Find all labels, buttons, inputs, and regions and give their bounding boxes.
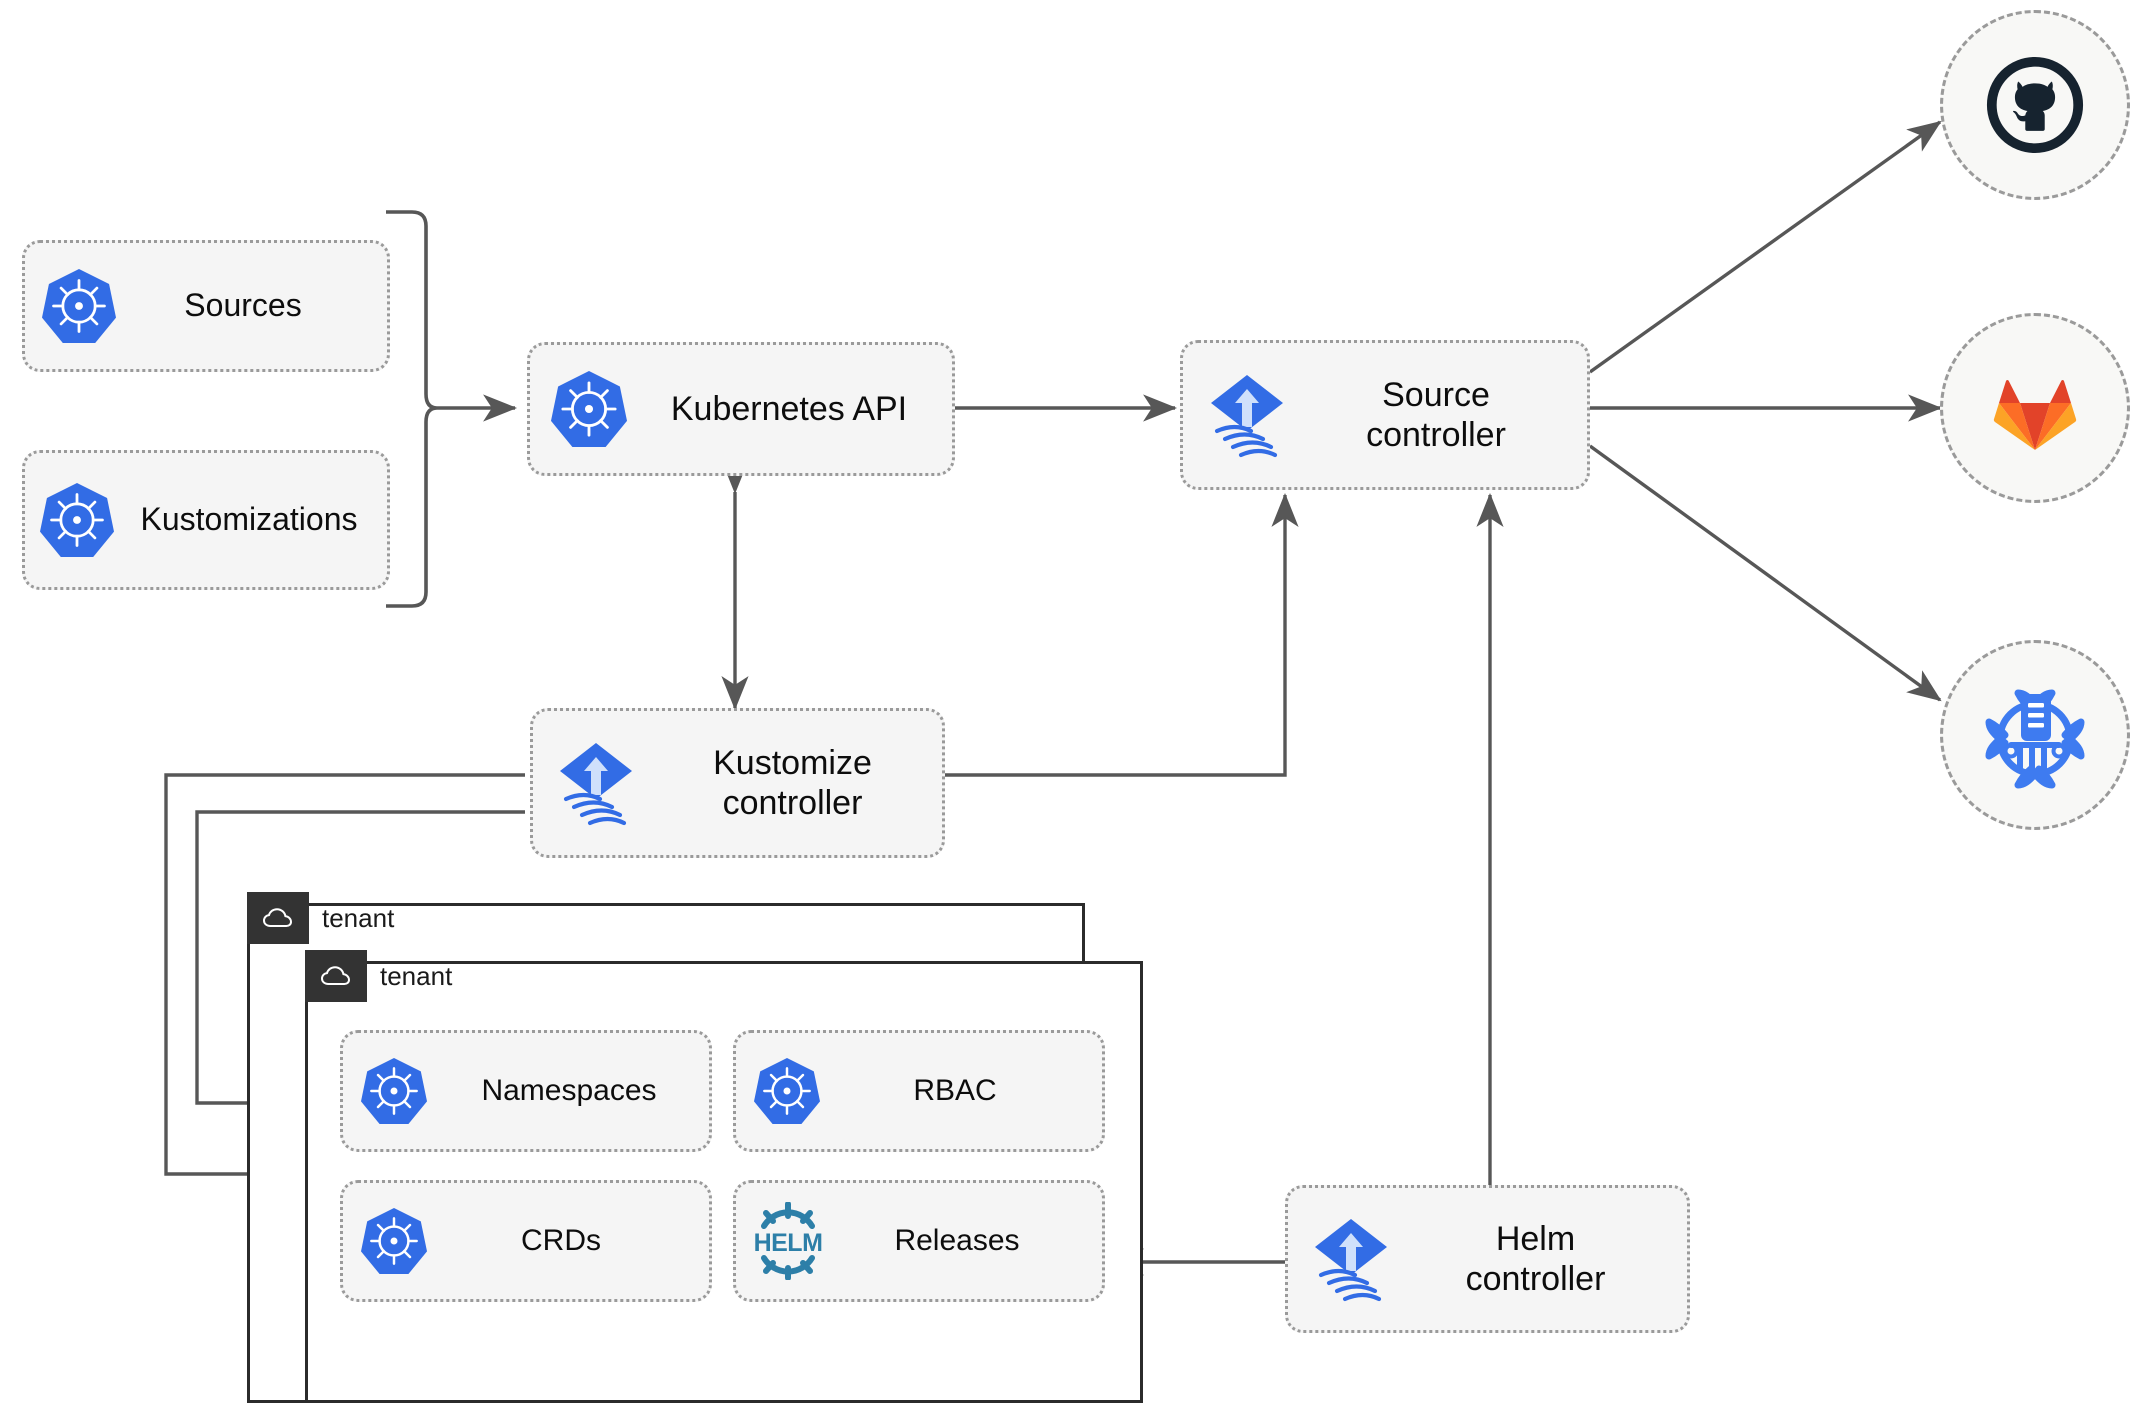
node-crds-label: CRDs (521, 1224, 601, 1258)
node-kustomizations[interactable]: Kustomizations (22, 450, 390, 590)
flux-icon (533, 737, 659, 829)
node-kustomizations-label: Kustomizations (140, 501, 358, 538)
edge-sourcectrl-to-helmrepo (1589, 444, 1942, 702)
github-icon (1986, 56, 2084, 154)
node-releases-label: Releases (894, 1224, 1020, 1258)
svg-text:HELM: HELM (754, 1229, 823, 1257)
flux-icon (1183, 369, 1311, 461)
node-sources[interactable]: Sources (22, 240, 390, 372)
kubernetes-icon (736, 1055, 838, 1127)
node-helm-controller[interactable]: Helm controller (1285, 1185, 1690, 1333)
cloud-icon (262, 908, 293, 927)
kubernetes-icon (25, 480, 129, 560)
cloud-icon (320, 966, 351, 985)
edge-inputs-brace (386, 210, 438, 608)
edge-kustomizectrl-to-sourcectrl (945, 492, 1299, 777)
helm-chart-repository-icon (1985, 689, 2085, 789)
node-namespaces-label: Namespaces (481, 1074, 657, 1108)
edge-kustomizectrl-to-tenant-outer (164, 773, 525, 1188)
node-helm-controller-label: Helm controller (1465, 1219, 1606, 1298)
node-kustomize-controller-label: Kustomize controller (713, 743, 872, 822)
node-kubernetes-api[interactable]: Kubernetes API (527, 342, 955, 476)
edge-sourcectrl-to-github (1589, 120, 1942, 374)
kubernetes-icon (343, 1055, 445, 1127)
tenant-outer-tab (247, 892, 309, 944)
endpoint-gitlab[interactable] (1940, 313, 2130, 503)
tenant-inner-label: tenant (380, 961, 453, 991)
node-releases[interactable]: HELM Releases (733, 1180, 1105, 1302)
flux-icon (1288, 1213, 1414, 1305)
node-kustomize-controller[interactable]: Kustomize controller (530, 708, 945, 858)
endpoint-github[interactable] (1940, 10, 2130, 200)
node-source-controller[interactable]: Source controller (1180, 340, 1590, 490)
node-crds[interactable]: CRDs (340, 1180, 712, 1302)
node-sources-label: Sources (184, 287, 302, 324)
helm-icon: HELM (736, 1202, 840, 1280)
gitlab-icon (1993, 380, 2077, 450)
node-namespaces[interactable]: Namespaces (340, 1030, 712, 1152)
kubernetes-icon (25, 266, 133, 346)
node-kubernetes-api-label: Kubernetes API (670, 389, 908, 428)
endpoint-helm-repository[interactable] (1940, 640, 2130, 830)
tenant-inner-tab (305, 950, 367, 1002)
tenant-outer-label: tenant (322, 903, 395, 933)
node-rbac[interactable]: RBAC (733, 1030, 1105, 1152)
node-rbac-label: RBAC (913, 1074, 997, 1108)
kubernetes-icon (530, 368, 648, 450)
node-source-controller-label: Source controller (1366, 375, 1506, 454)
kubernetes-icon (343, 1205, 445, 1277)
